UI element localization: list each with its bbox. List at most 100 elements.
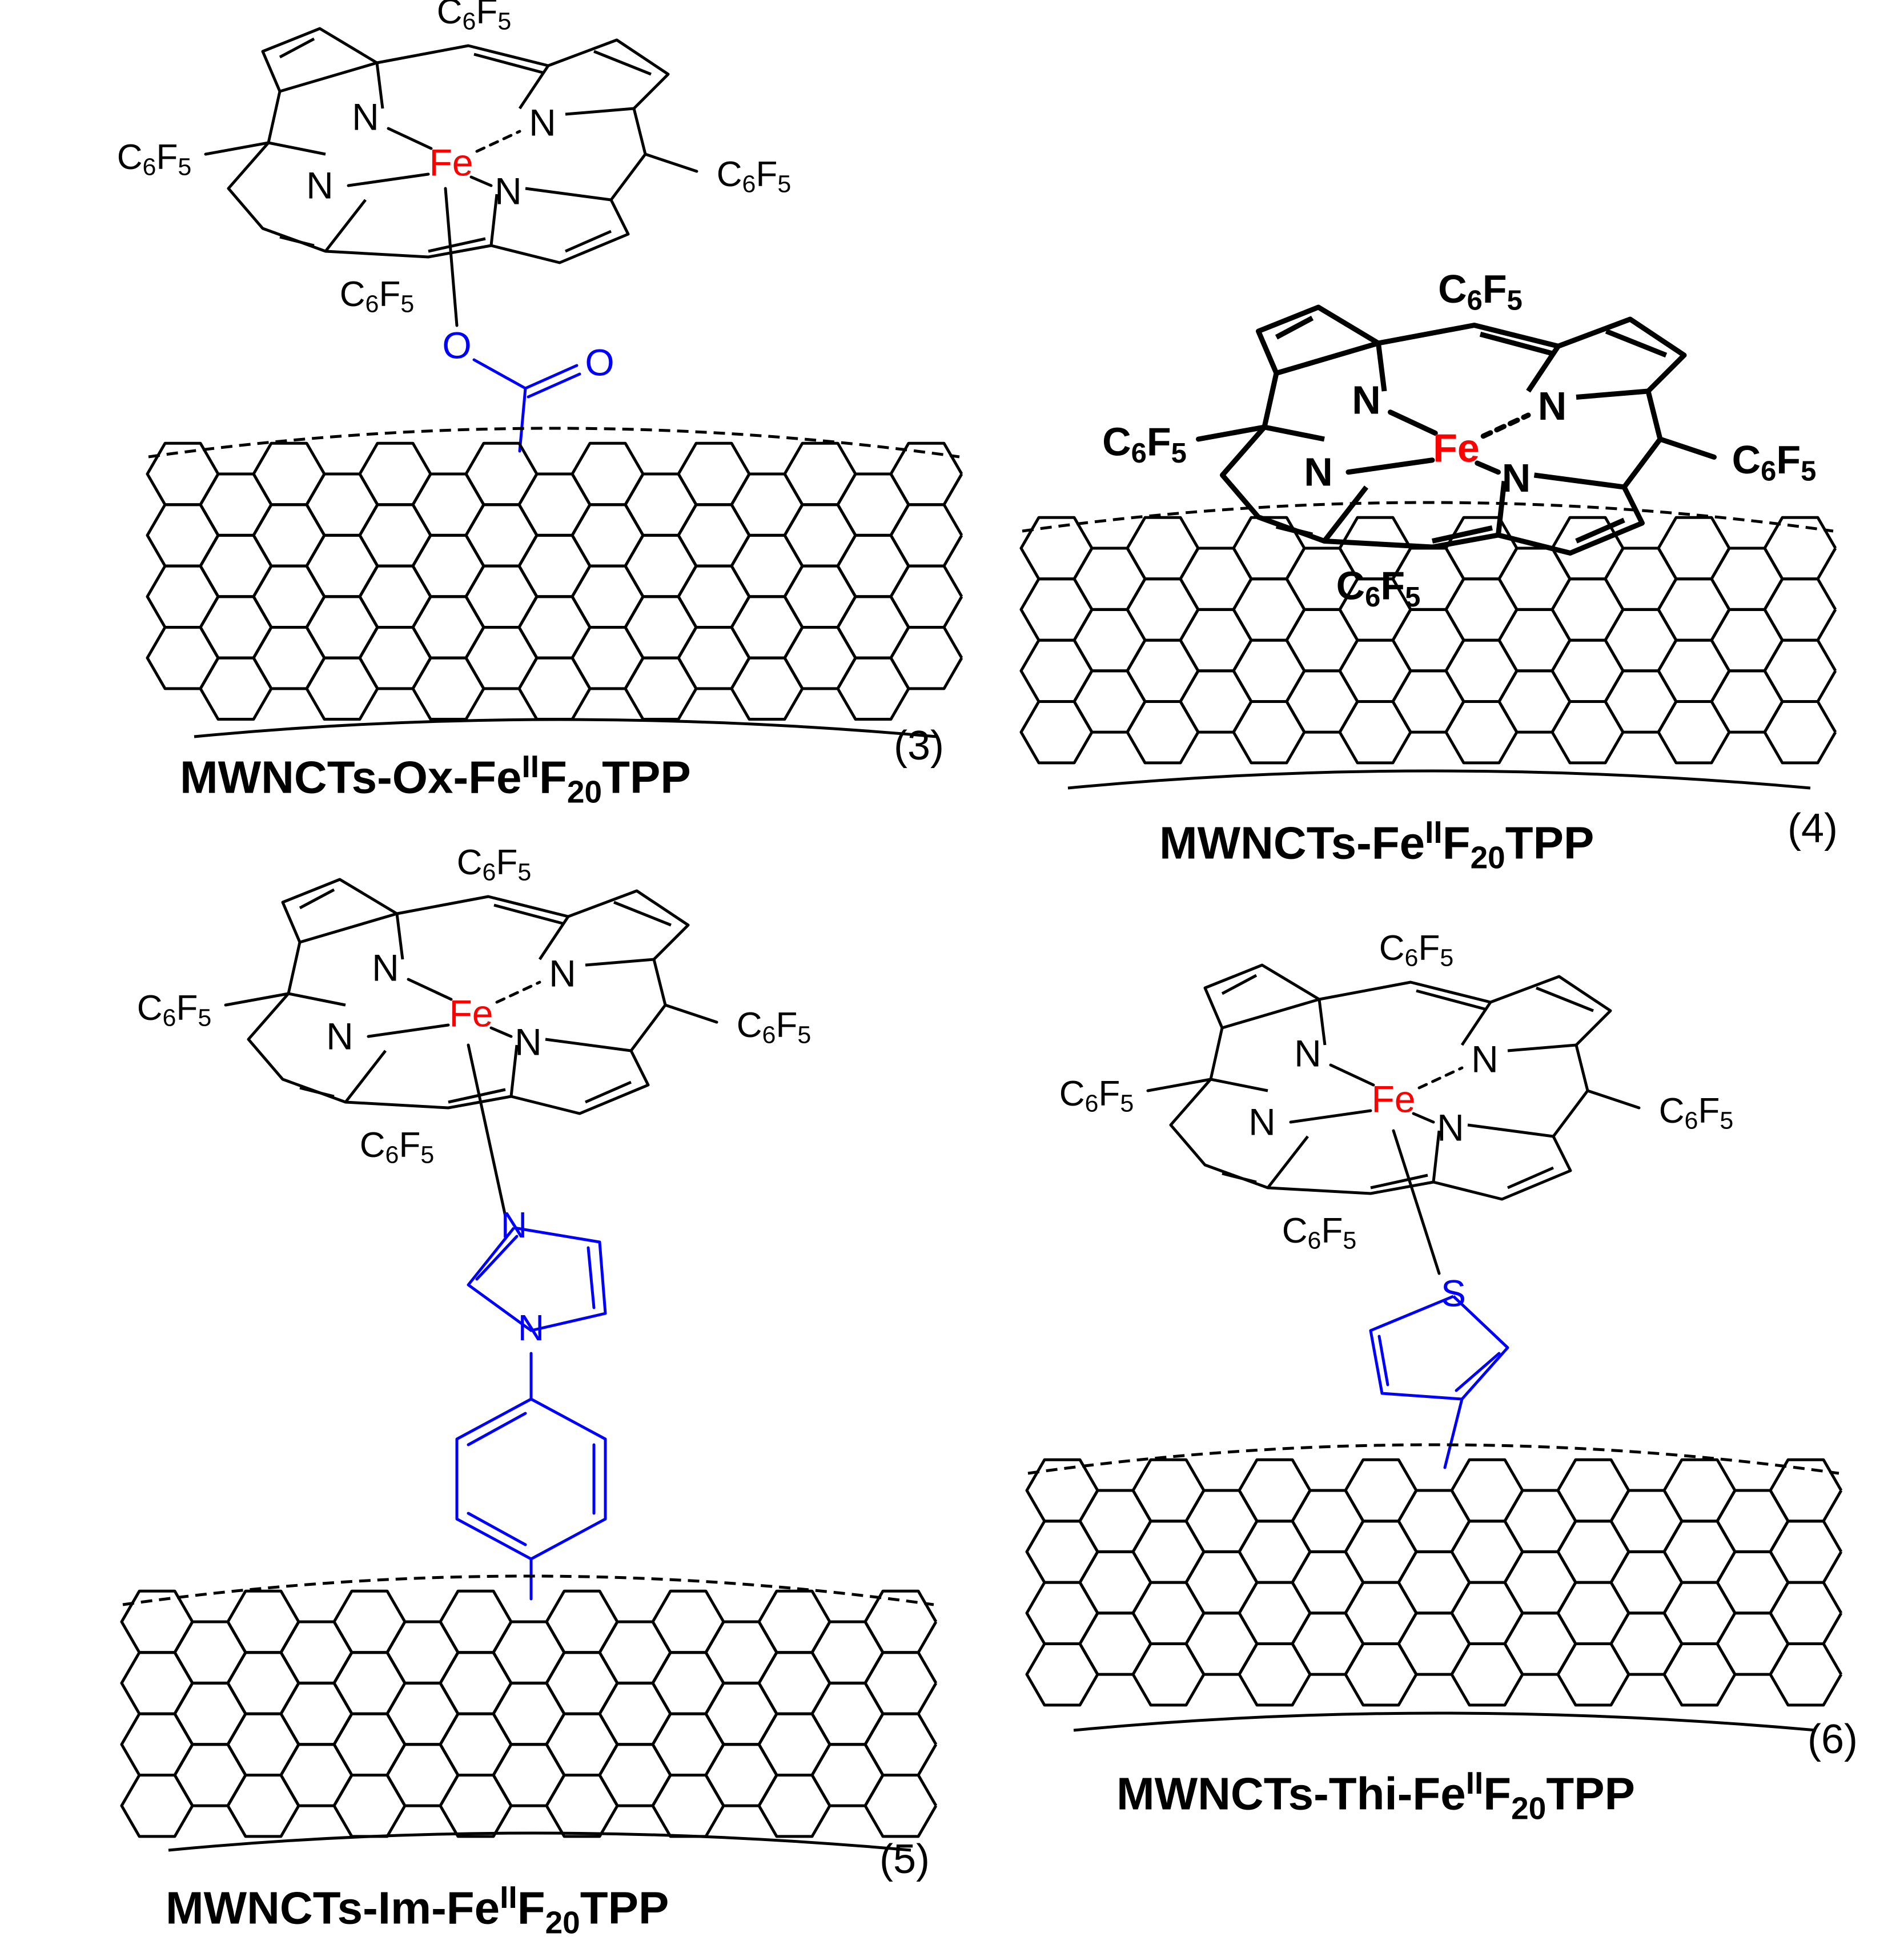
nanotube-5-top-rim xyxy=(122,1574,934,1606)
nanotube-3-hexagon-28 xyxy=(517,472,592,537)
nanotube-4-hexagon-39 xyxy=(1604,546,1678,611)
nanotube-3-hexagon-10 xyxy=(252,564,326,629)
porphyrin-5-pyrrole-bond-6 xyxy=(509,1044,519,1097)
nanotube-6-hexagon-16 xyxy=(1238,1581,1312,1645)
nanotube-3-hexagon-52 xyxy=(836,472,910,537)
nanotube-3-hexagon-4 xyxy=(199,472,273,537)
porphyrin-4-nitrogen-3: N xyxy=(1502,456,1531,500)
nanotube-5-hexagon-18 xyxy=(385,1620,460,1685)
nanotube-5-hexagon-11 xyxy=(279,1620,354,1685)
nanotube-3-hexagon-53 xyxy=(836,533,910,598)
nanotube-3-hexagon-20 xyxy=(411,472,485,537)
nanotube-6-hexagon-18 xyxy=(1291,1489,1365,1553)
porphyrin-4-pyrrole-bond-2 xyxy=(1322,485,1369,543)
nanotube-4 xyxy=(1019,501,1837,790)
nanotube-6-hexagon-11 xyxy=(1184,1489,1259,1553)
porphyrin-3-c6f5-bottom: C6F5 xyxy=(340,275,415,318)
nanotube-4-hexagon-51 xyxy=(1763,638,1837,703)
nanotube-5-hexagon-25 xyxy=(492,1620,566,1685)
nanotube-6-hexagon-5 xyxy=(1078,1550,1152,1615)
nanotube-6-hexagon-50 xyxy=(1769,1520,1843,1584)
nanotube-4-hexagon-45 xyxy=(1657,700,1731,765)
porphyrin-5-double-bond-1 xyxy=(613,901,672,927)
porphyrin-6-pyrrole-bond-6 xyxy=(1432,1130,1441,1183)
nanotube-3-hexagon-58 xyxy=(889,564,963,629)
nanotube-4-hexagon-15 xyxy=(1232,577,1306,642)
nanotube-5-hexagon-12 xyxy=(279,1681,354,1746)
nanotube-3-hexagon-32 xyxy=(571,441,645,507)
nanotube-4-hexagon-48 xyxy=(1710,669,1784,734)
porphyrin-4-nitrogen-0: N xyxy=(1352,377,1381,422)
nanotube-6-hexagon-25 xyxy=(1397,1489,1471,1553)
nanotube-4-hexagon-33 xyxy=(1497,608,1572,673)
nanotube-3-hexagon-27 xyxy=(464,625,539,690)
nanotube-3-hexagon-29 xyxy=(517,533,592,598)
nanotube-5-hexagon-2 xyxy=(120,1712,194,1777)
nanotube-6-hexagon-43 xyxy=(1662,1520,1737,1584)
imidazole-ring-5 xyxy=(467,1226,607,1332)
nanotube-3-hexagon-11 xyxy=(252,625,326,690)
fe-n-bond-5 xyxy=(467,1043,507,1218)
nanotube-5-hexagon-15 xyxy=(332,1651,407,1715)
nanotube-3-hexagon-13 xyxy=(305,533,379,598)
nanotube-6-hexagon-21 xyxy=(1344,1458,1418,1523)
nanotube-4-hexagon-32 xyxy=(1497,546,1572,611)
nanotube-6-hexagon-27 xyxy=(1397,1612,1471,1676)
nanotube-3-hexagon-16 xyxy=(358,441,432,507)
porphyrin-4-pyrrole-bond-6 xyxy=(1496,481,1507,536)
porphyrin-6-double-bond-3 xyxy=(1507,1166,1554,1189)
porphyrin-3-pyrrole-bond-3 xyxy=(518,65,550,110)
caption-4: MWNCTs-FeIIF20TPP xyxy=(1159,814,1594,875)
nanotube-5-hexagon-21 xyxy=(439,1589,513,1654)
porphyrin-5-double-bond-0 xyxy=(299,888,335,910)
porphyrin-6-fe-label: Fe xyxy=(1371,1078,1415,1120)
nanotube-5-hexagon-16 xyxy=(332,1712,407,1777)
porphyrin-6-pyrrole-bond-4 xyxy=(1507,1043,1577,1052)
nanotube-5-hexagon-27 xyxy=(492,1743,566,1807)
nanotube-6-hexagon-41 xyxy=(1609,1612,1684,1676)
nanotube-6-hexagon-13 xyxy=(1184,1612,1259,1676)
porphyrin-3-double-bond-5 xyxy=(428,237,486,253)
porphyrin-3-double-bond-2 xyxy=(279,235,315,247)
nanotube-4-hexagon-1 xyxy=(1019,577,1094,642)
nanotube-4-hexagon-30 xyxy=(1444,638,1519,703)
nanotube-4-hexagon-40 xyxy=(1604,608,1678,673)
nanotube-6-hexagon-33 xyxy=(1503,1550,1577,1615)
nanotube-4-hexagon-23 xyxy=(1338,638,1412,703)
nanotube-5-hexagon-44 xyxy=(757,1712,832,1777)
porphyrin-4-outer-ring xyxy=(1220,304,1687,556)
nanotube-3-hexagon-26 xyxy=(464,564,539,629)
porphyrin-5-pyrrole-bond-0 xyxy=(299,912,397,944)
c-o-double-3a xyxy=(524,364,579,390)
nanotube-6-top-rim xyxy=(1027,1443,1839,1475)
porphyrin-5-pyrrole-bond-7 xyxy=(395,913,404,960)
porphyrin-5-fe-n-bond-3 xyxy=(489,1026,513,1038)
porphyrin-3-c6f5-right-bond xyxy=(644,152,698,173)
porphyrin-5-fe-label: Fe xyxy=(449,992,493,1034)
nanotube-6-hexagon-9 xyxy=(1131,1581,1206,1645)
nanotube-5-hexagon-52 xyxy=(863,1773,938,1838)
porphyrin-3-outer-ring xyxy=(227,27,670,264)
nanotube-4-hexagon-44 xyxy=(1657,638,1731,703)
porphyrin-5-outer-ring xyxy=(247,878,690,1115)
thiophene-double-6b xyxy=(1377,1335,1389,1387)
nanotube-6-hexagon-28 xyxy=(1450,1458,1524,1523)
nanotube-3-hexagon-35 xyxy=(571,625,645,690)
nanotube-4-hexagon-7 xyxy=(1126,516,1200,581)
nanotube-5-hexagon-39 xyxy=(704,1620,778,1685)
nanotube-3-hexagon-37 xyxy=(624,533,698,598)
phenyl-double-5a xyxy=(467,1412,527,1446)
porphyrin-5-pyrrole-bond-1 xyxy=(288,992,346,1007)
nanotube-6-hexagon-38 xyxy=(1556,1642,1630,1707)
porphyrin-5-nitrogen-2: N xyxy=(326,1015,354,1057)
phenyl-double-5c xyxy=(467,1512,527,1546)
porphyrin-3-pyrrole-bond-4 xyxy=(565,107,634,116)
nanotube-5-hexagon-33 xyxy=(598,1681,672,1746)
nanotube-6-hexagon-4 xyxy=(1078,1489,1152,1553)
nanotube-6-hexagon-8 xyxy=(1131,1520,1206,1584)
nanotube-3-hexagon-1 xyxy=(146,503,220,568)
nanotube-3-hexagon-31 xyxy=(517,656,592,721)
porphyrin-3-fe-n-bond-2 xyxy=(347,172,430,187)
porphyrin-4-c6f5-right-bond xyxy=(1657,436,1717,460)
